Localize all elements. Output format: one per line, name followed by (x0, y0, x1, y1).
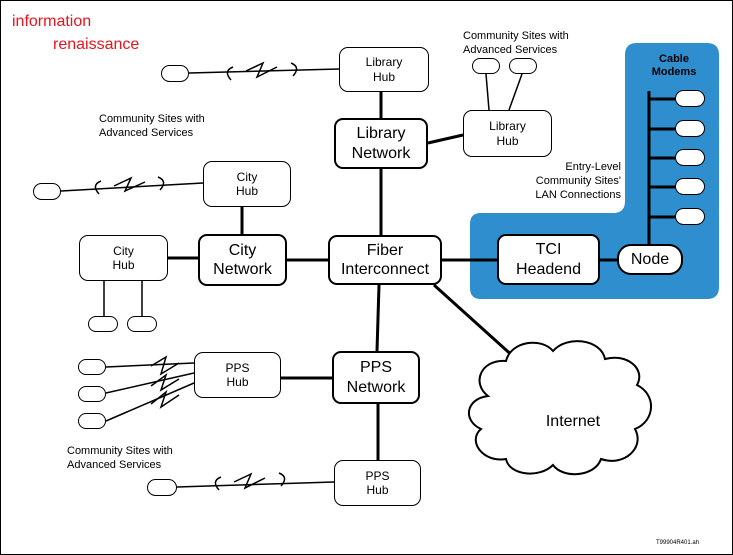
cable-node: Node (617, 244, 683, 275)
title-line-2: renaissance (53, 36, 140, 53)
cable-modem-pill (675, 208, 705, 225)
thin-links (60, 68, 523, 488)
link-break-marks (94, 61, 298, 491)
community-site-pill (88, 316, 118, 332)
community-site-pill (147, 479, 177, 496)
community-note-mid-left: Community Sites with Advanced Services (99, 113, 205, 139)
figure-id: T99904R401.ah (656, 540, 700, 546)
community-site-pill (161, 65, 189, 82)
community-site-pill (78, 413, 106, 429)
community-site-pill (78, 359, 106, 375)
cable-modem-bus (647, 91, 675, 245)
title-line-1: information (12, 13, 92, 30)
community-site-pill (33, 183, 61, 200)
community-site-pill (509, 58, 537, 74)
community-note-bottom-left: Community Sites with Advanced Services (67, 445, 173, 471)
cable-modem-pill (675, 120, 705, 137)
cable-modem-pill (675, 178, 705, 195)
entry-level-note: Entry-Level Community Sites' LAN Connect… (535, 161, 621, 201)
cable-modem-pill (675, 90, 705, 107)
internet-label: Internet (545, 413, 601, 430)
internet-cloud (467, 340, 652, 476)
cable-modems-label: Cable Modems (651, 53, 697, 78)
backbone-links (168, 92, 617, 460)
community-site-pill (78, 386, 106, 402)
cable-modem-pill (675, 149, 705, 166)
community-site-pill (472, 58, 500, 74)
community-note-top-right: Community Sites with Advanced Services (463, 30, 569, 56)
community-site-pill (127, 316, 157, 332)
